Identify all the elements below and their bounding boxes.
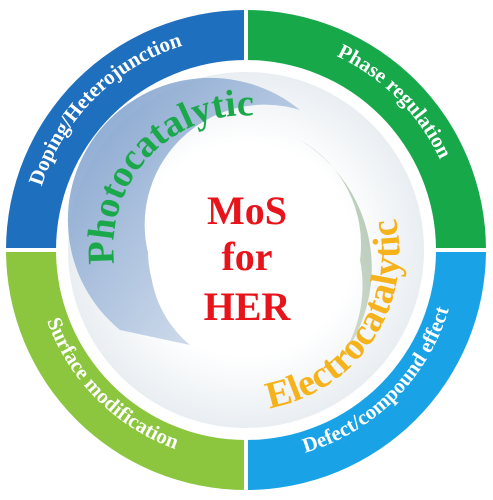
center-title-line2: for [221,234,272,279]
center-title-line3: HER [204,284,292,329]
center-circle [148,154,344,350]
photocatalytic-swoosh [67,77,300,345]
center-title-line1: MoS [207,188,287,233]
